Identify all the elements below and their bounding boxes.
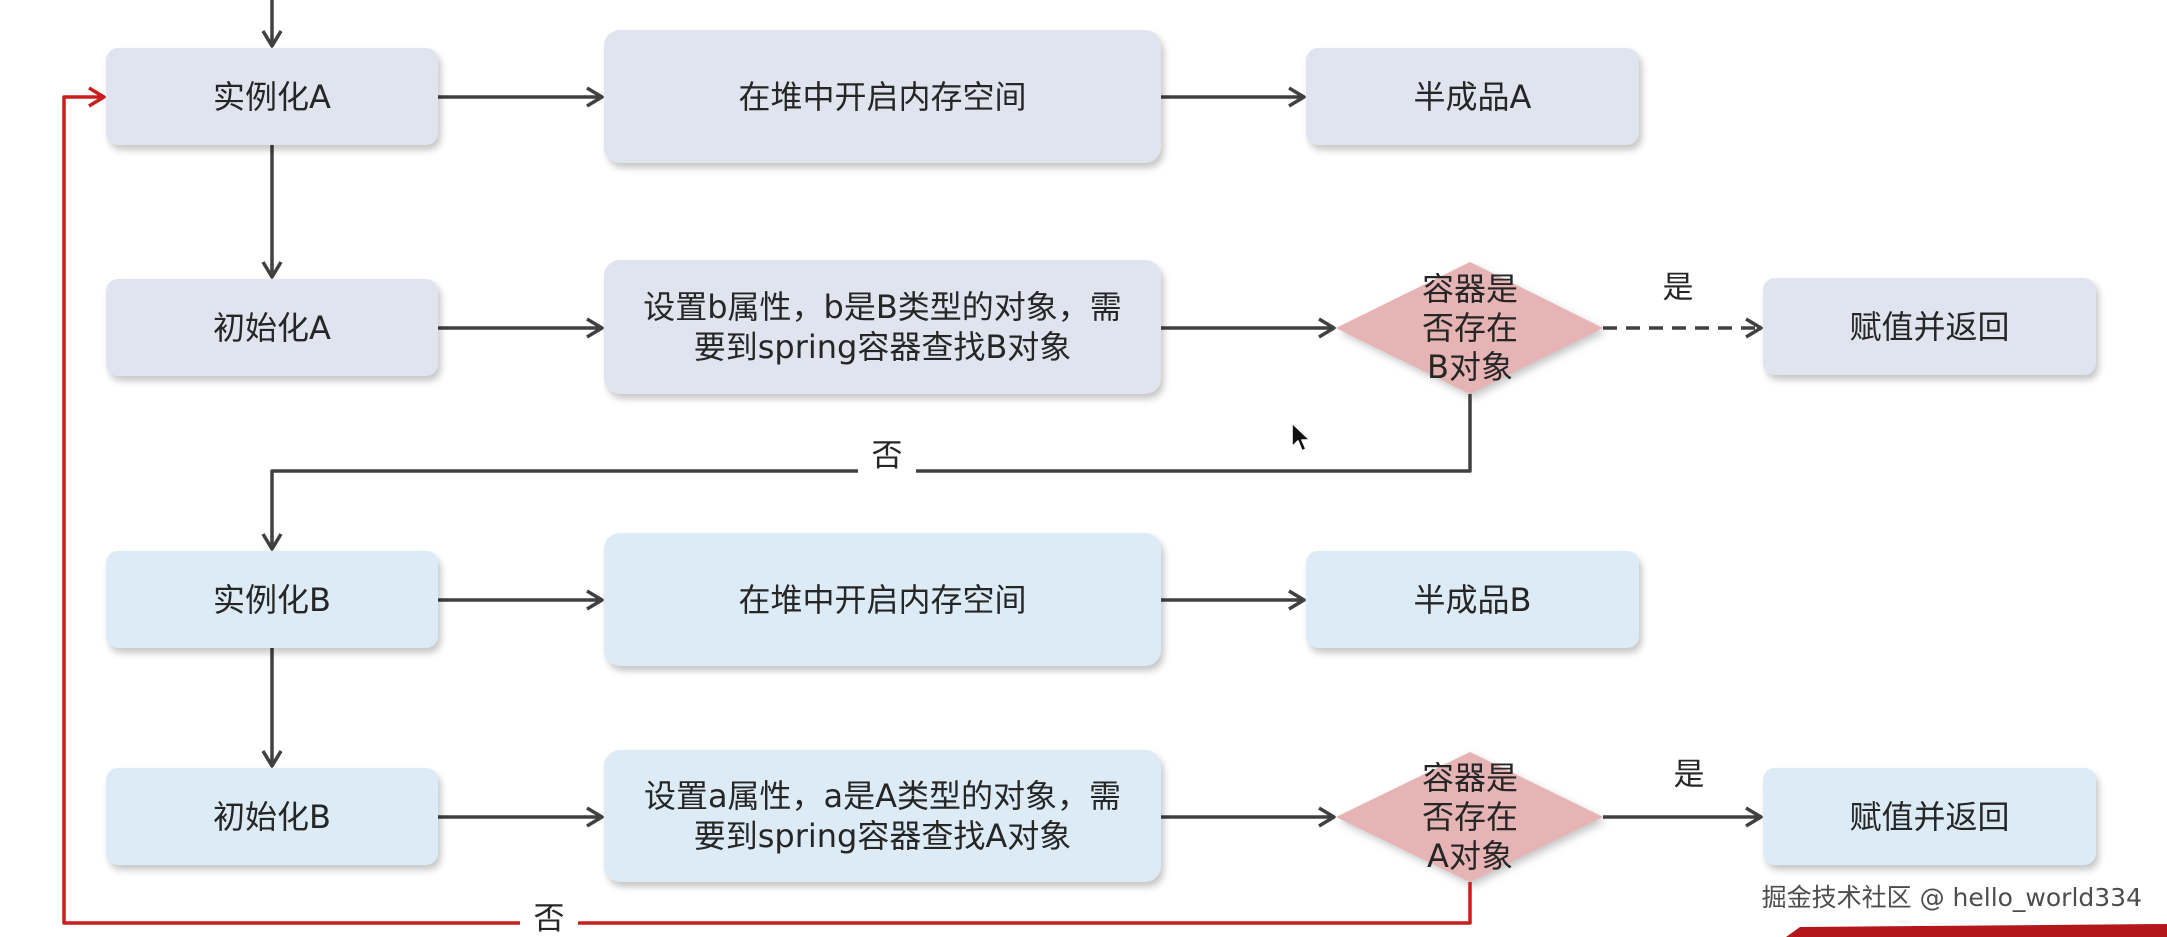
decision-a-line-2: 否存在 <box>1421 308 1518 347</box>
decision-b-line-1: 容器是 <box>1421 758 1518 797</box>
initialize-b-box: 初始化B <box>106 768 438 865</box>
half-product-b-box: 半成品B <box>1306 551 1639 648</box>
loop-arrow-decision-b-no-to-instantiate-a <box>62 86 1472 925</box>
decision-a-line-3: B对象 <box>1427 347 1513 386</box>
allocate-memory-a-label: 在堆中开启内存空间 <box>738 77 1027 116</box>
decision-b-text: 容器是 否存在 A对象 <box>1360 757 1580 877</box>
initialize-b-label: 初始化B <box>213 797 331 836</box>
allocate-memory-a-box: 在堆中开启内存空间 <box>604 30 1161 163</box>
decision-b-yes-label: 是 <box>1673 757 1705 793</box>
half-product-a-label: 半成品A <box>1413 77 1532 116</box>
decision-b-no-label: 否 <box>520 901 578 937</box>
initialize-a-box: 初始化A <box>106 279 438 376</box>
arrow-instantiate-b-to-allocate-b <box>438 589 604 611</box>
instantiate-b-label: 实例化B <box>213 580 331 619</box>
result-b-box: 赋值并返回 <box>1763 768 2096 865</box>
arrow-instantiate-a-to-allocate-a <box>438 86 604 108</box>
arrow-initialize-b-to-set-property-b <box>438 806 604 828</box>
instantiate-a-box: 实例化A <box>106 48 438 145</box>
result-a-box: 赋值并返回 <box>1763 278 2096 375</box>
result-a-label: 赋值并返回 <box>1849 307 2010 346</box>
set-property-b-box: 设置a属性，a是A类型的对象，需 要到spring容器查找A对象 <box>604 750 1161 882</box>
decision-b-line-3: A对象 <box>1427 836 1513 875</box>
set-property-b-line-1: 设置a属性，a是A类型的对象，需 <box>643 777 1122 815</box>
decision-a-no-label: 否 <box>858 432 916 480</box>
decision-a-line-1: 容器是 <box>1421 269 1518 308</box>
arrow-head <box>1745 317 1763 339</box>
set-property-a-box: 设置b属性，b是B类型的对象，需 要到spring容器查找B对象 <box>604 260 1161 394</box>
bottom-banner <box>1786 924 2167 937</box>
arrow-instantiate-b-to-initialize-b <box>261 648 283 768</box>
decision-a-text: 容器是 否存在 B对象 <box>1360 268 1580 388</box>
result-b-label: 赋值并返回 <box>1849 797 2010 836</box>
set-property-a-line-2: 要到spring容器查找B对象 <box>693 328 1072 366</box>
decision-diamond-b <box>1336 752 1603 882</box>
arrow-decision-a-yes <box>1603 317 1763 339</box>
decision-a-yes-label: 是 <box>1662 270 1694 306</box>
allocate-memory-b-box: 在堆中开启内存空间 <box>604 533 1161 666</box>
instantiate-b-box: 实例化B <box>106 551 438 648</box>
half-product-a-box: 半成品A <box>1306 48 1639 145</box>
decision-diamond-a <box>1336 262 1603 394</box>
arrow-decision-b-yes <box>1603 806 1763 828</box>
arrow-initialize-a-to-set-property-a <box>438 317 604 339</box>
mouse-pointer-icon <box>1291 422 1311 452</box>
arrow-set-property-a-to-decision-a <box>1161 317 1336 339</box>
initialize-a-label: 初始化A <box>213 308 331 347</box>
watermark: 掘金技术社区 @ hello_world334 <box>1761 883 2142 912</box>
allocate-memory-b-label: 在堆中开启内存空间 <box>738 580 1027 619</box>
set-property-a-line-1: 设置b属性，b是B类型的对象，需 <box>643 288 1122 326</box>
decision-b-line-2: 否存在 <box>1421 797 1518 836</box>
half-product-b-label: 半成品B <box>1413 580 1532 619</box>
instantiate-a-label: 实例化A <box>213 77 331 116</box>
entry-arrow <box>261 0 283 48</box>
arrow-allocate-b-to-half-product-b <box>1161 589 1306 611</box>
set-property-b-line-2: 要到spring容器查找A对象 <box>693 817 1072 855</box>
arrow-instantiate-a-to-initialize-a <box>261 145 283 279</box>
arrow-allocate-a-to-half-product-a <box>1161 86 1306 108</box>
arrow-set-property-b-to-decision-b <box>1161 806 1336 828</box>
